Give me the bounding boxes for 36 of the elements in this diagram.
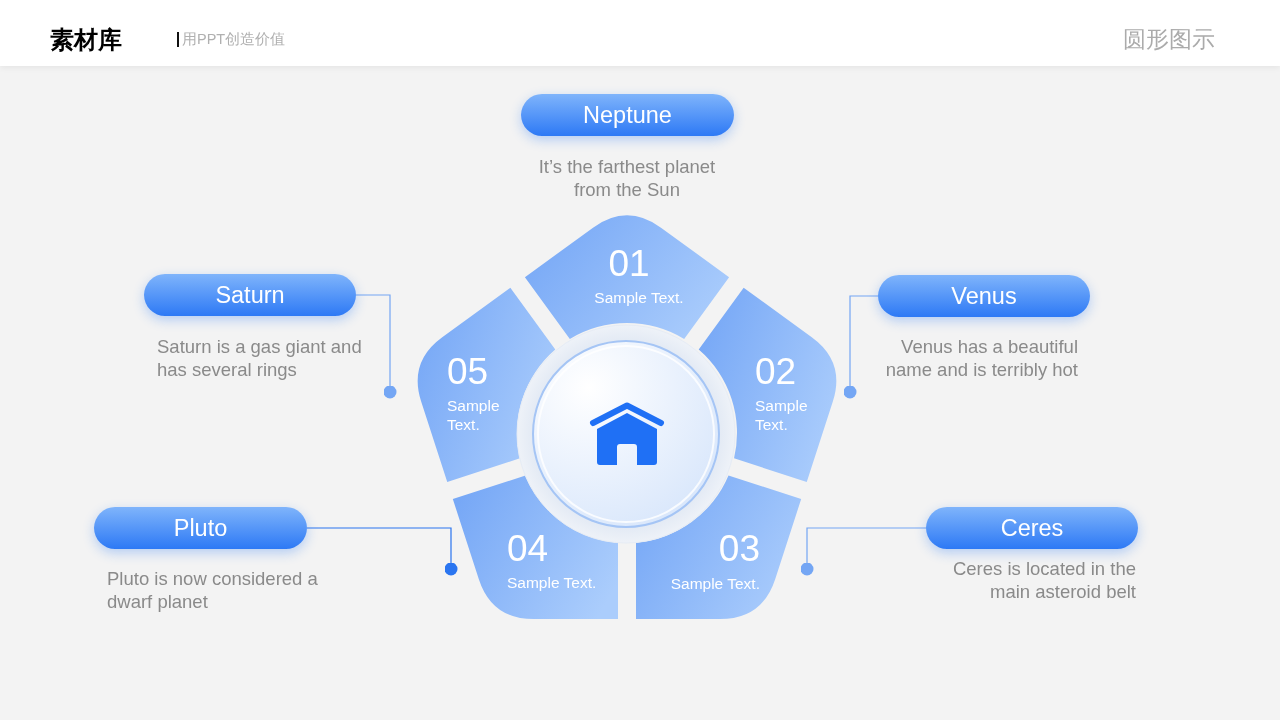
segment-text: Sample Text. (669, 574, 760, 593)
subtitle-text: 用PPT创造价值 (182, 30, 286, 49)
description-text: Venus has a beautiful name and is terribly hot (884, 335, 1078, 381)
pentagon-segment (417, 287, 556, 482)
pentagon-segment (636, 475, 802, 620)
planet-name: Ceres (1000, 514, 1064, 542)
description-text: It’s the farthest planet from the Sun (537, 155, 717, 201)
description-text: Ceres is located in the main asteroid belt (951, 557, 1136, 603)
planet-name: Pluto (173, 514, 228, 542)
planet-pill (94, 507, 307, 549)
leader-line (800, 527, 927, 576)
pentagon-segment (524, 215, 730, 340)
description-text: Saturn is a gas giant and has several rings (157, 335, 363, 381)
step-number: 02 (755, 352, 798, 392)
planet-pill (144, 274, 356, 316)
segment-text: Sample Text. (507, 573, 598, 592)
planet-name: Saturn (215, 281, 285, 309)
planet-name: Venus (951, 282, 1017, 310)
planet-pill (878, 275, 1090, 317)
section-label: 圆形图示 (1123, 25, 1215, 53)
planet-pill (521, 94, 734, 136)
segment-text: Sample Text. (447, 396, 501, 434)
leader-line (843, 295, 879, 399)
segment-text: Sample Text. (593, 288, 685, 307)
pentagon-segment (452, 475, 618, 620)
page-title: 素材库 (50, 26, 122, 54)
step-number: 04 (507, 529, 550, 569)
description-text: Pluto is now considered a dwarf planet (107, 567, 319, 613)
pentagon-segment (698, 287, 837, 482)
step-number: 03 (717, 529, 760, 569)
planet-name: Neptune (583, 101, 672, 129)
leader-line (306, 527, 458, 576)
planet-pill (926, 507, 1138, 549)
segment-text: Sample Text. (755, 396, 809, 434)
step-number: 05 (447, 352, 490, 392)
step-number: 01 (607, 244, 651, 284)
